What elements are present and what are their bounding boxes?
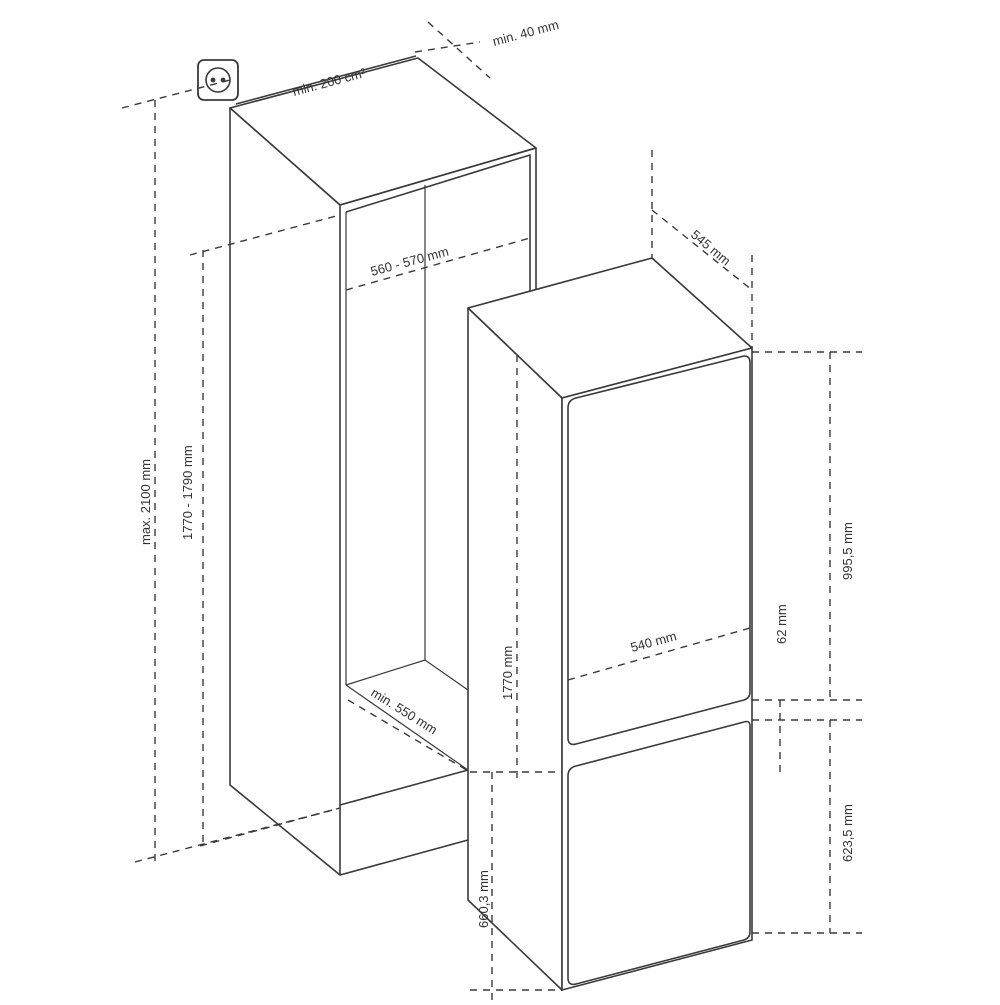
- lower-door: [567, 720, 751, 986]
- label-appliance-height: 1770 mm: [500, 646, 515, 700]
- upper-door: [567, 355, 751, 746]
- label-niche-depth: min. 550 mm: [368, 685, 440, 738]
- label-upper-door-height: 995,5 mm: [840, 522, 855, 580]
- cabinet: [229, 55, 537, 876]
- niche-floor-front-left: [345, 684, 469, 771]
- appliance-front-face: [561, 347, 753, 991]
- dim-line-appliance-width: [567, 627, 751, 681]
- cabinet-side-face: [229, 107, 341, 876]
- dim-ext-top-cabinet: [121, 79, 231, 109]
- niche-floor-back: [345, 659, 469, 691]
- dim-ext-rear-gap-1: [427, 21, 491, 79]
- label-niche-height: 1770 - 1790 mm: [180, 445, 195, 540]
- dim-ext-bottom-cabinet: [134, 807, 341, 863]
- plinth-bottom-edge: [339, 839, 469, 876]
- dim-line-niche-width: [345, 237, 531, 291]
- dim-ext-niche-bottom: [199, 807, 341, 847]
- label-door-gap: 62 mm: [774, 604, 789, 644]
- dim-line-appliance-depth: [651, 209, 753, 291]
- label-cabinet-max-height: max. 2100 mm: [138, 459, 153, 545]
- dim-line-niche-depth: [347, 699, 471, 773]
- dimension-lines: [121, 21, 862, 1000]
- dim-line-rear-gap: [414, 41, 481, 53]
- vent-rim: [235, 55, 417, 105]
- plinth-top-edge: [339, 769, 469, 806]
- label-lower-door-height: 623,5 mm: [840, 804, 855, 862]
- label-lower-section-height: 660,3 mm: [476, 870, 491, 928]
- power-socket-icon: [197, 59, 239, 101]
- appliance: [467, 257, 753, 991]
- label-appliance-depth: 545 mm: [688, 227, 734, 269]
- label-niche-width: 560 - 570 mm: [369, 244, 450, 279]
- label-rear-gap: min. 40 mm: [491, 17, 560, 49]
